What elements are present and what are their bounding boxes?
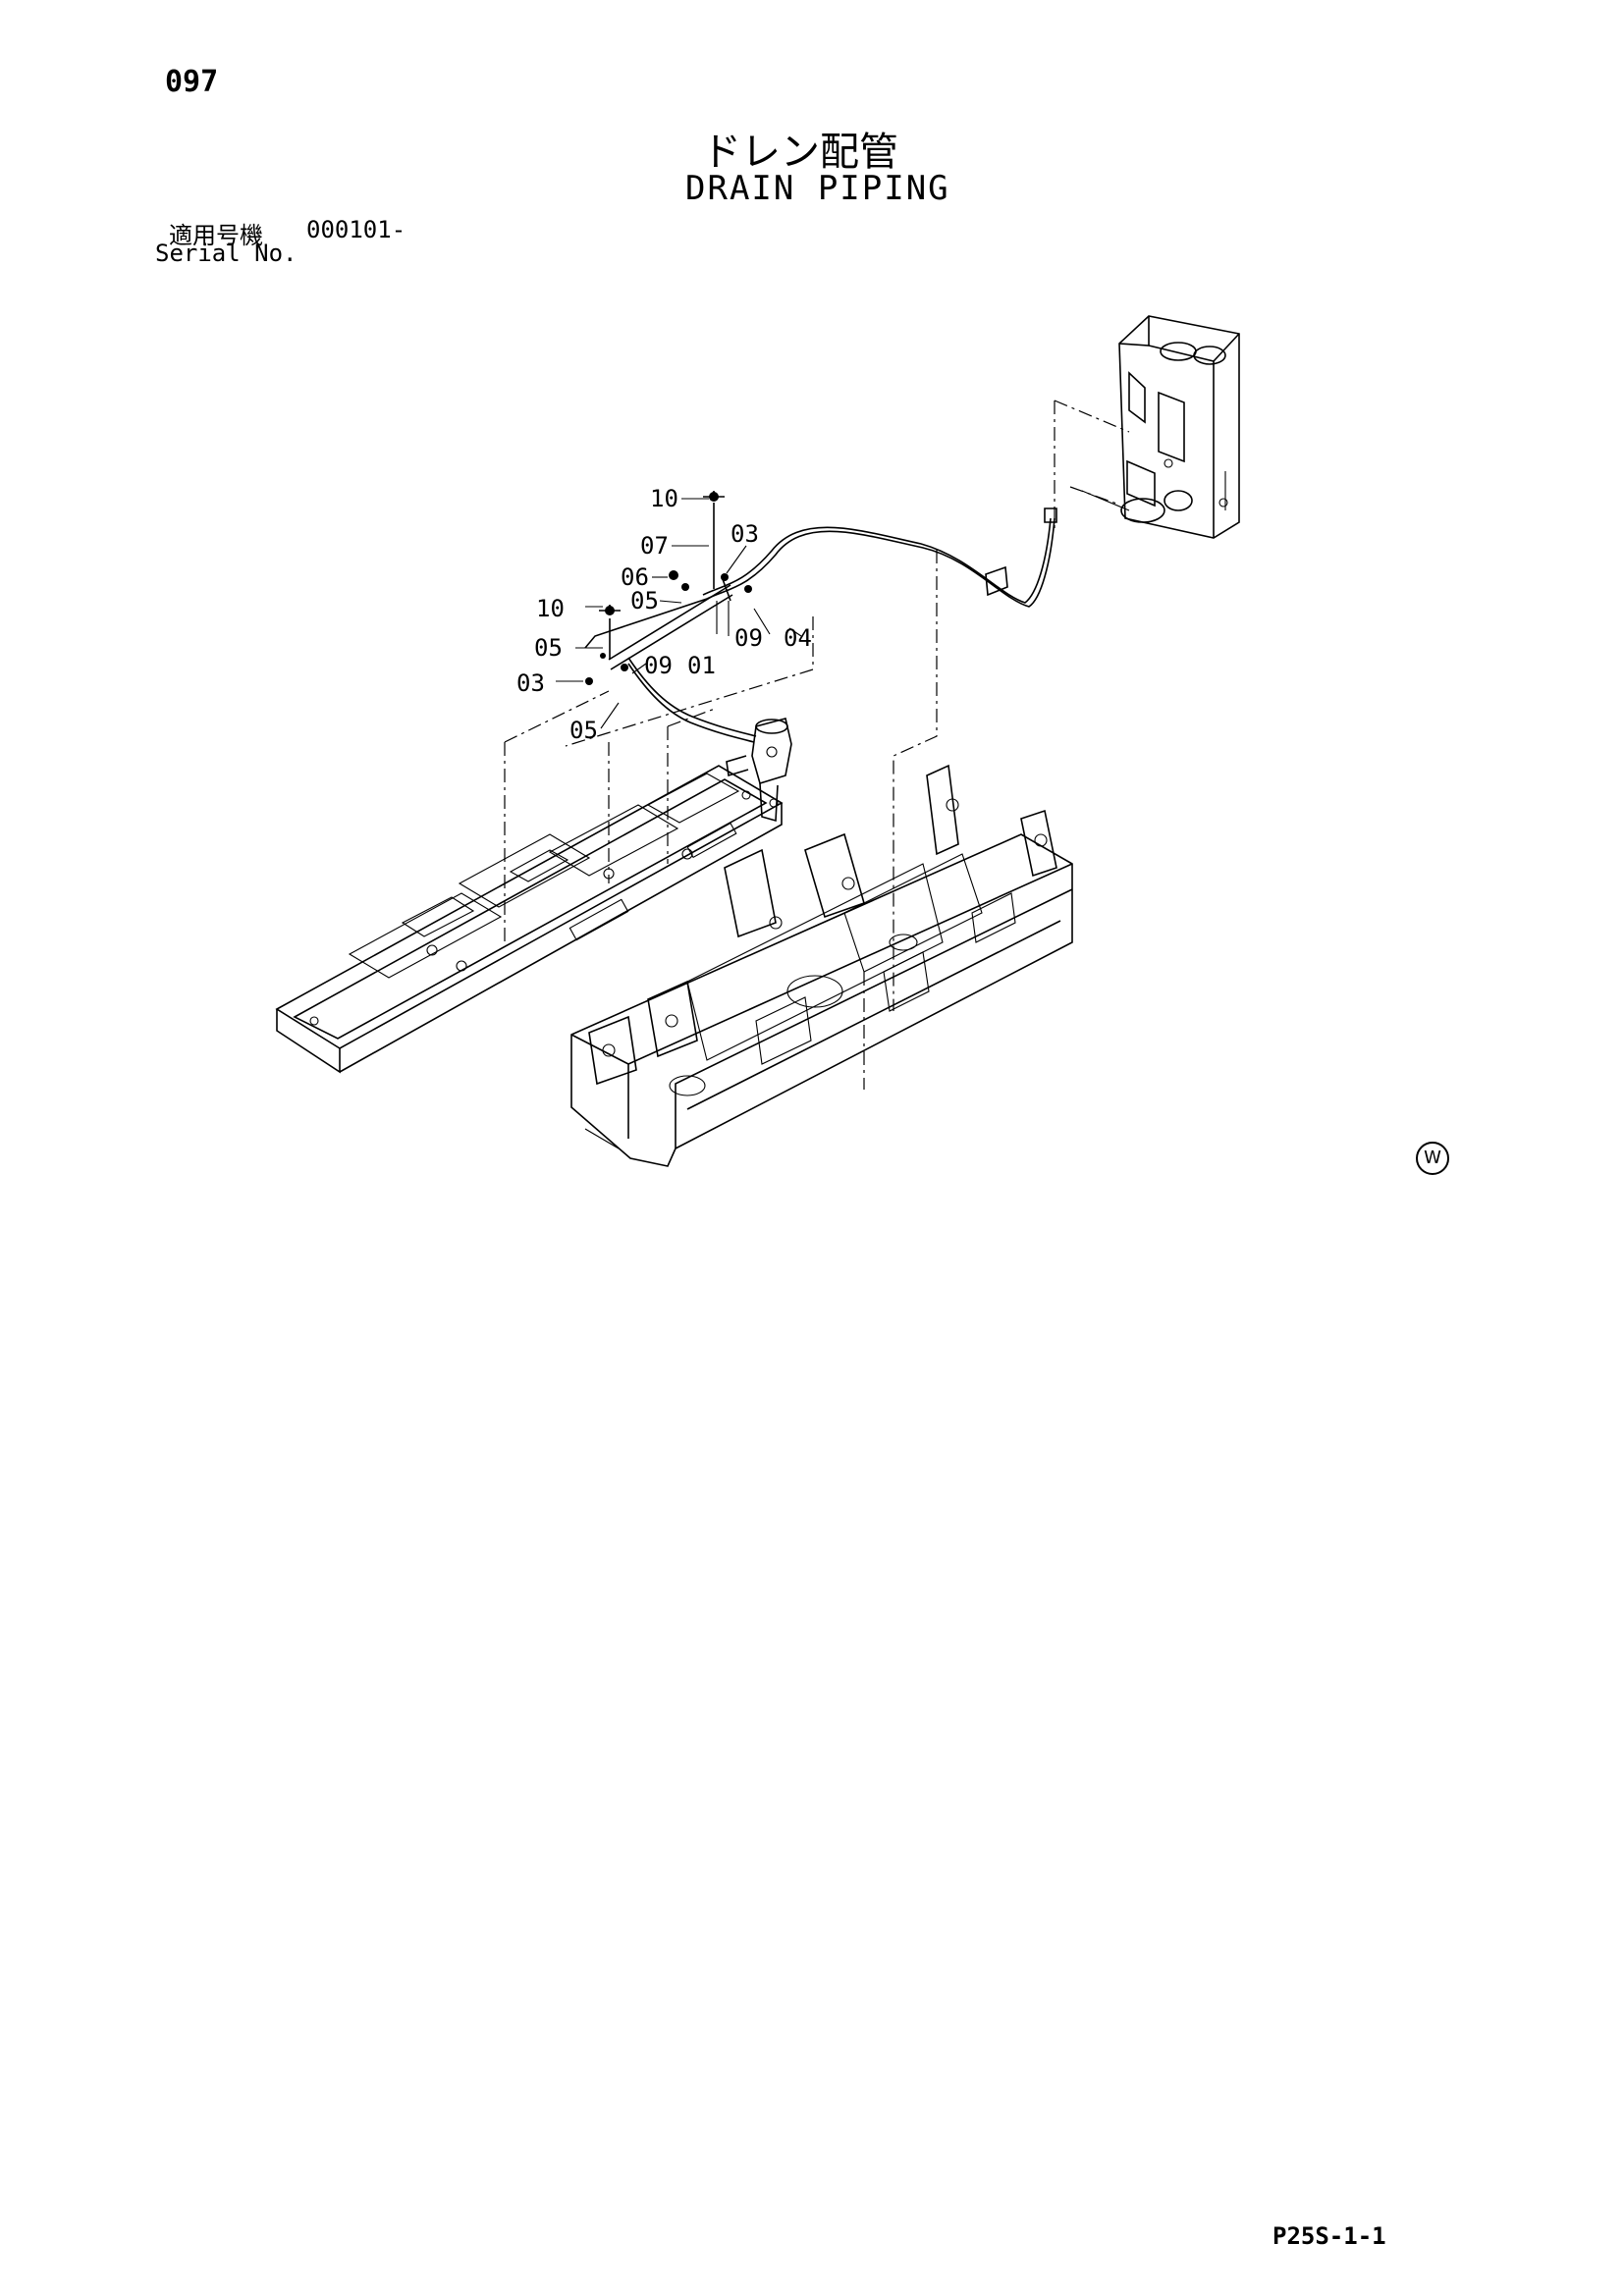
callout-07: 07 [640, 532, 669, 560]
watermark-symbol: W [1416, 1142, 1449, 1175]
callout-10: 10 [536, 595, 565, 622]
callout-03: 03 [516, 669, 545, 697]
callout-03: 03 [731, 520, 759, 548]
callout-05: 05 [534, 634, 563, 662]
callout-05: 05 [569, 717, 598, 744]
callout-09: 09 [644, 652, 673, 679]
callout-09: 09 [734, 624, 763, 652]
serial-label-english: Serial No. [155, 240, 298, 267]
drain-hose [584, 507, 1057, 743]
hydraulic-tank [1081, 315, 1240, 539]
title-english: DRAIN PIPING [685, 169, 950, 208]
leader-lines [504, 400, 1130, 1090]
serial-number-value: 000101- [306, 216, 406, 243]
callout-06: 06 [621, 563, 649, 591]
footer-code: P25S-1-1 [1272, 2222, 1386, 2250]
serial-label-japanese: 適用号機 [169, 222, 263, 249]
callout-01: 01 [687, 652, 716, 679]
drain-pipe-assembly [585, 491, 752, 685]
page-number: 097 [165, 65, 219, 99]
undercover-frame [275, 765, 784, 1074]
callout-05: 05 [630, 587, 659, 614]
main-frame [570, 764, 1073, 1167]
callout-04: 04 [784, 624, 812, 652]
callout-10: 10 [650, 485, 678, 512]
callout-leaders [556, 498, 802, 729]
title-japanese: ドレン配管 [702, 130, 898, 175]
